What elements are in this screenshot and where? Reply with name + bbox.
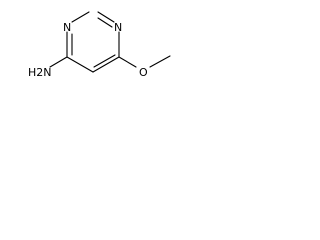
atom-label-n1: N [114,21,122,34]
bond-c4-nh2 [49,56,68,68]
bond-c2-n1 [97,11,115,23]
atom-label-n3: N [63,21,71,34]
bond-o-ch3 [149,55,171,68]
atom-labels: N N H2N O [28,21,148,79]
structure-diagram: N N H2N O [28,11,171,79]
bond-c6-o [118,56,137,68]
atom-label-amine: H2N [28,66,52,79]
pyrimidine-ring [66,11,120,73]
double-bond-c2-n1 [97,17,113,28]
bond-c5-c4 [66,56,94,73]
bond-c6-c5 [92,56,120,73]
substituent-bonds [49,55,171,68]
bond-n3-c2 [71,11,90,23]
atom-label-oxygen: O [139,66,148,79]
double-bond-c6-c5 [93,54,116,68]
